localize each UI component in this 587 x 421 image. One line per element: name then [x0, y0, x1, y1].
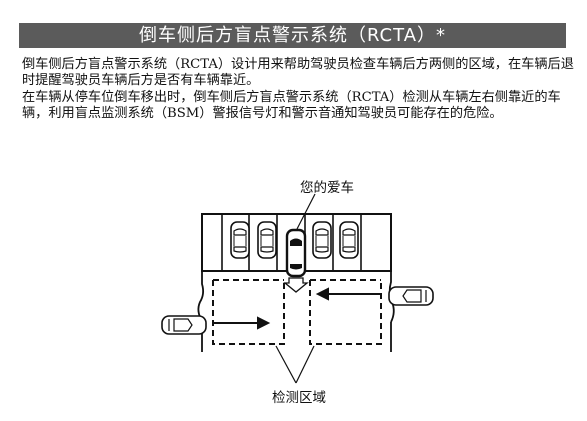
approach-arrow-right	[315, 287, 380, 301]
your-car-label: 您的爱车	[300, 180, 354, 196]
approaching-car-right	[388, 286, 434, 306]
approach-arrow-left	[214, 316, 271, 330]
detection-area-label: 检测区域	[272, 390, 326, 406]
parked-car	[312, 221, 332, 259]
parked-car	[257, 221, 277, 259]
section-body: 倒车侧后方盲点警示系统（RCTA）设计用来帮助驾驶员检查车辆后方两侧的区域，在车…	[22, 57, 578, 123]
paragraph-1: 倒车侧后方盲点警示系统（RCTA）设计用来帮助驾驶员检查车辆后方两侧的区域，在车…	[22, 57, 574, 88]
paragraph-2: 在车辆从停车位倒车移出时，倒车侧后方盲点警示系统（RCTA）检测从车辆左右侧靠近…	[22, 90, 561, 121]
approaching-car-left	[161, 315, 207, 335]
parked-car	[339, 221, 359, 259]
reverse-arrow	[283, 277, 309, 293]
section-title: 倒车侧后方盲点警示系统（RCTA）*	[19, 23, 566, 48]
parked-car	[230, 221, 250, 259]
your-car	[285, 228, 307, 278]
